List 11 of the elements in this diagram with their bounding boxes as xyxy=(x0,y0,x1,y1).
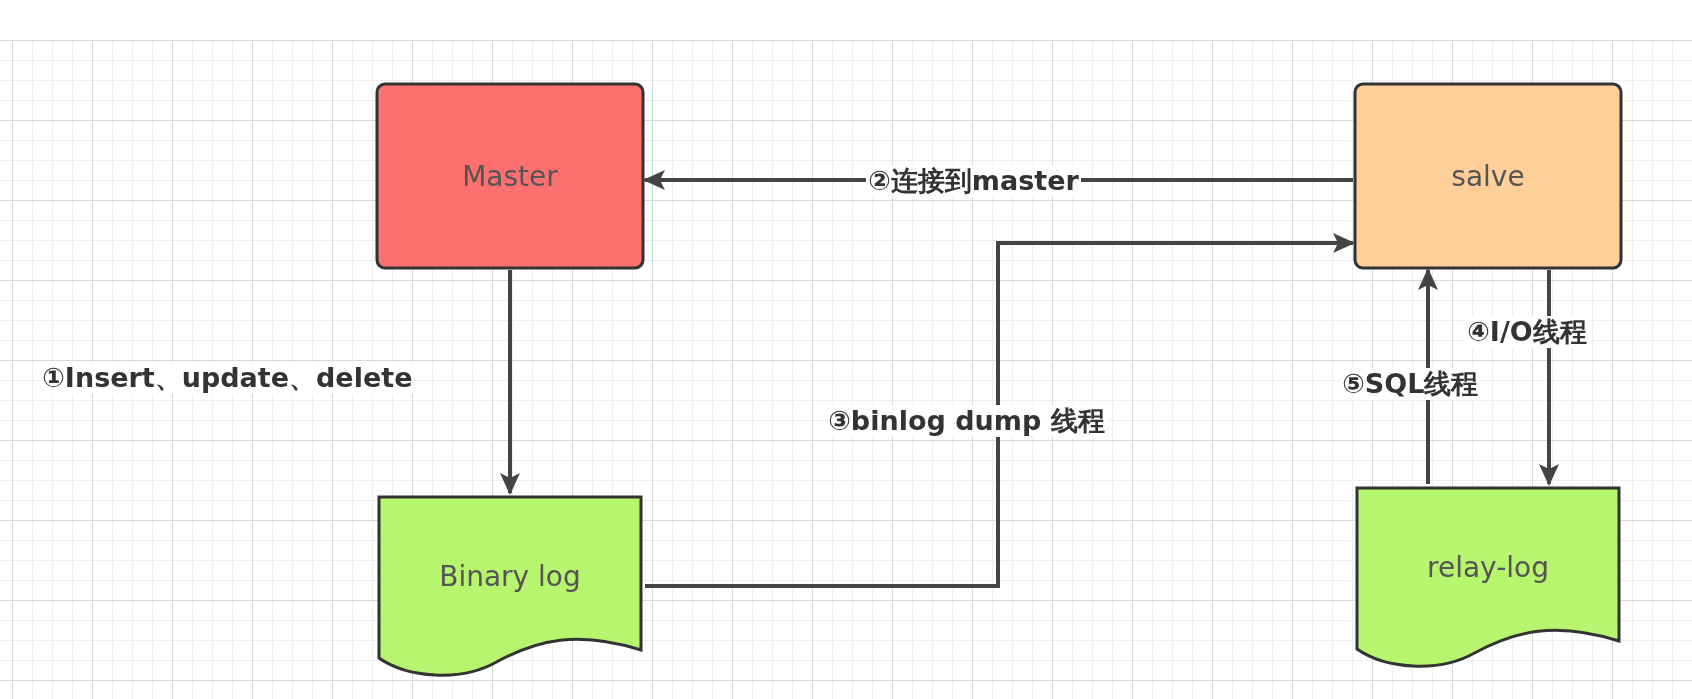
edge-label: ④I/O线程 xyxy=(1465,316,1589,349)
edge-label: ③binlog dump 线程 xyxy=(826,405,1107,438)
arrow xyxy=(645,233,1355,588)
arrow xyxy=(500,270,520,495)
edge-label: ②连接到master xyxy=(866,165,1081,198)
node-label: salve xyxy=(1451,159,1525,193)
edge-label: ①Insert、update、delete xyxy=(40,362,415,395)
node-label: Master xyxy=(462,159,558,193)
node-label: Binary log xyxy=(439,560,581,593)
node-label: relay-log xyxy=(1427,551,1549,584)
edge-label: ⑤SQL线程 xyxy=(1340,368,1481,401)
